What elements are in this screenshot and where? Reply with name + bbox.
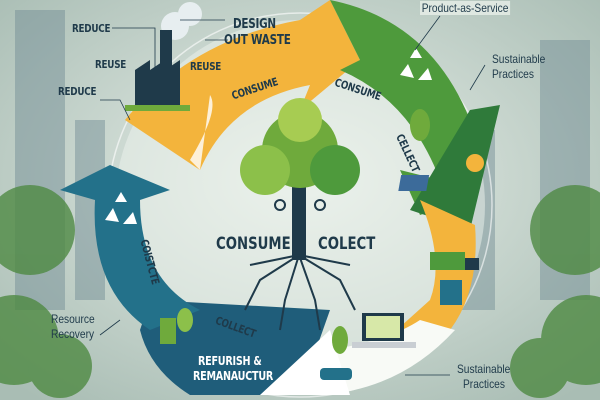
- sustainable-bottom-label-1: Sustainable: [457, 362, 511, 376]
- sustainable-top-label-2: Practices: [492, 67, 534, 81]
- trees-background: [0, 185, 600, 398]
- out-waste-label: OUT WASTE: [224, 33, 291, 48]
- reduce-mid-label: REDUCE: [58, 85, 97, 98]
- green-arrow-top-right: [330, 0, 470, 215]
- recycle-icon: [105, 192, 137, 224]
- tree-icon: [240, 98, 360, 331]
- plant-icon: [177, 109, 430, 354]
- orange-arrow-right: [380, 200, 476, 345]
- design-label: DESIGN: [233, 17, 276, 32]
- sustainable-bottom-label-2: Practices: [463, 377, 505, 391]
- resource-recovery-label-1: Resource: [51, 312, 95, 326]
- recycle-bin-icon: [160, 280, 462, 344]
- sustainable-top-label-1: Sustainable: [492, 52, 546, 66]
- reduce-top-label: REDUCE: [72, 22, 111, 35]
- orange-arrow-top: [125, 0, 360, 170]
- battery-icon: [466, 154, 484, 172]
- recycle-icon: [400, 48, 432, 80]
- refurbish-label-1: REFURISH &: [198, 354, 262, 368]
- gear-icon: [274, 199, 286, 211]
- solar-panel-icon: [398, 175, 430, 191]
- center-consume-label: CONSUME: [216, 234, 291, 254]
- car-icon: [320, 368, 352, 380]
- resource-recovery-label-2: Recovery: [51, 327, 95, 341]
- center-collect-label: COLECT: [318, 234, 376, 254]
- gear-icon: [314, 199, 326, 211]
- product-as-service-label: Product-as-Service: [420, 1, 511, 15]
- laptop-icon: [352, 313, 416, 348]
- reuse-left-label: REUSE: [95, 58, 127, 71]
- reuse-arrow-label: REUSE: [190, 60, 222, 73]
- refurbish-label-2: REMANAUCTUR: [193, 369, 274, 383]
- teal-arrow-left: [60, 165, 200, 330]
- truck-icon: [430, 252, 479, 270]
